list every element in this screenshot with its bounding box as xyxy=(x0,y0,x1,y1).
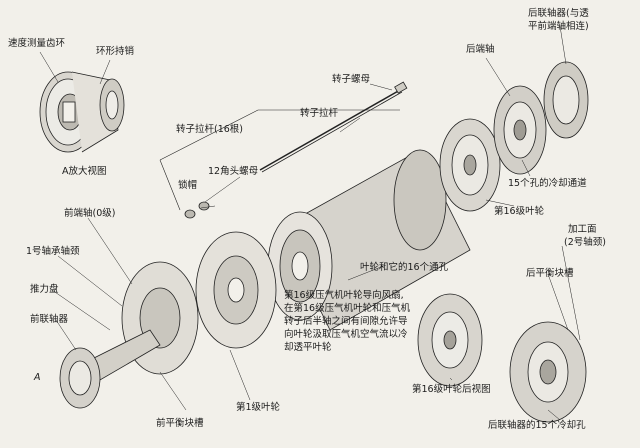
label-detail-a: A放大视图 xyxy=(62,166,107,177)
label-stage16-disk: 第16级叶轮 xyxy=(494,206,545,217)
stage16-rear-view xyxy=(417,293,483,387)
label-note-4: 向叶轮汲取压气机空气流以冷 xyxy=(284,329,408,340)
label-machined-face-1: 加工面 xyxy=(568,224,597,235)
label-stage1-disk: 第1级叶轮 xyxy=(236,402,281,413)
rear-shaft-part xyxy=(493,85,547,175)
stage16-disk-part xyxy=(439,118,501,212)
label-front-balance-groove: 前平衡块槽 xyxy=(156,418,204,429)
label-rotor-tie-rod: 转子拉杆 xyxy=(300,108,339,119)
label-note-5: 却透平叶轮 xyxy=(284,342,332,353)
label-lock-cap: 锁帽 xyxy=(178,180,198,191)
label-ring-pin: 环形持销 xyxy=(96,46,135,57)
label-disk-holes-16: 叶轮和它的16个通孔 xyxy=(360,262,449,273)
stage1-disk-part xyxy=(195,231,277,349)
label-bearing1-journal: 1号轴承轴颈 xyxy=(26,246,80,257)
rear-coupling-part xyxy=(543,61,589,139)
rotor-tie-rod xyxy=(259,81,408,173)
label-rear-coupling-2: 平前端轴相连) xyxy=(528,21,589,32)
front-shaft-part xyxy=(59,261,199,409)
leader-lines xyxy=(39,25,581,421)
label-a-marker: A xyxy=(34,372,41,383)
detail-a-gear-ring xyxy=(39,71,125,153)
label-rear-balance-groove: 后平衡块槽 xyxy=(526,268,574,279)
label-speed-gear-ring: 速度测量齿环 xyxy=(8,38,66,49)
label-nut-12pt: 12角头螺母 xyxy=(208,166,259,177)
label-front-coupling: 前联轴器 xyxy=(30,314,69,325)
label-machined-face-2: (2号轴颈) xyxy=(564,237,606,248)
lock-cap-and-nut xyxy=(184,201,210,219)
label-note-3: 转子后半轴之间有间隙允许导 xyxy=(284,316,408,327)
label-thrust-disk: 推力盘 xyxy=(30,284,59,295)
label-stage16-rear-view: 第16级叶轮后视图 xyxy=(412,384,491,395)
label-rotor-nut: 转子螺母 xyxy=(332,74,371,85)
label-rear-shaft: 后端轴 xyxy=(466,44,495,55)
label-front-shaft-0: 前端轴(0级) xyxy=(64,208,116,219)
rear-coupling-cooling-part xyxy=(509,321,587,423)
label-note-2: 在第16级压气机叶轮和压气机 xyxy=(284,303,411,314)
label-rotor-tie-rods-16: 转子拉杆(16根) xyxy=(176,124,244,135)
label-note-1: 第16级压气机叶轮导向风扇, xyxy=(284,290,404,301)
disk-stack xyxy=(267,149,471,331)
label-rear-coupling-15-holes: 后联轴器的15个冷却孔 xyxy=(488,420,586,431)
label-cooling-passage-15: 15个孔的冷却通道 xyxy=(508,178,587,189)
label-rear-coupling-1: 后联轴器(与透 xyxy=(528,8,589,19)
